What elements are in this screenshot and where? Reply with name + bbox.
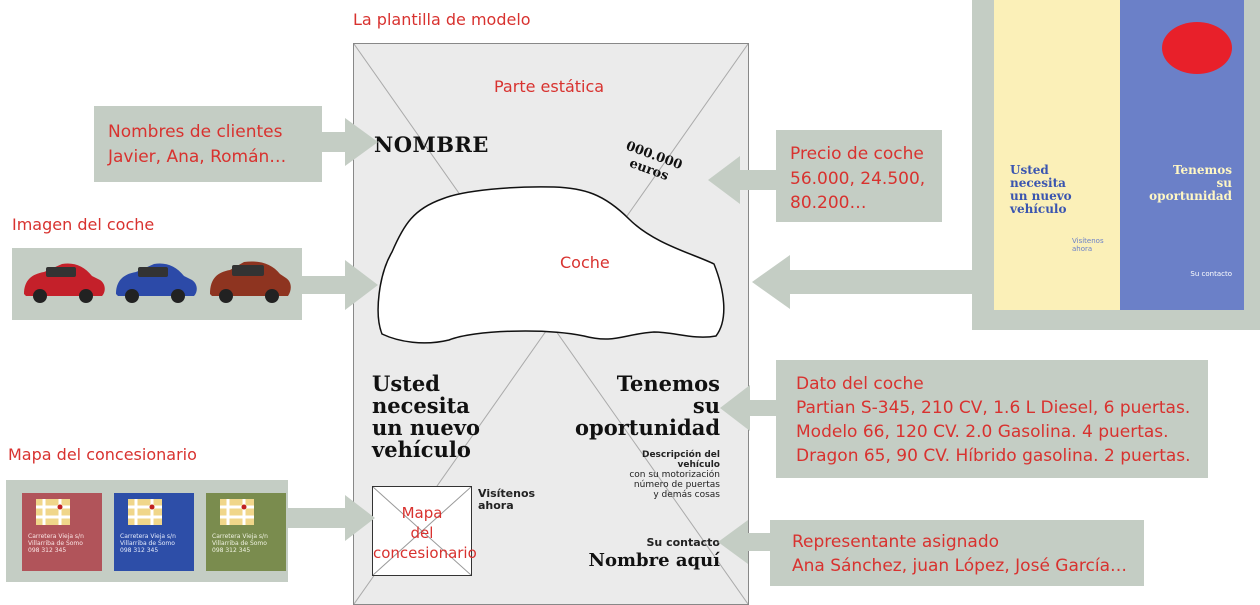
map-grid-icon [220,499,254,525]
template-name: NOMBRE [374,132,489,157]
map-card-line: Villarriba de Somo [28,540,83,547]
car-data-line: Partian S-345, 210 CV, 1.6 L Diesel, 6 p… [796,398,1191,418]
preview-right-headline: Tenemos su oportunidad [1149,164,1232,203]
map-card-line: 098 312 345 [212,547,251,554]
map-card-text: Carretera Vieja s/n Villarriba de Somo 0… [120,533,176,554]
map-card-line: Carretera Vieja s/n [28,533,84,540]
preview-blob [1162,22,1232,74]
price-values-1: 56.000, 24.500, [790,169,926,189]
map-label-line: del [410,524,434,542]
map-card: Carretera Vieja s/n Villarriba de Somo 0… [114,493,194,571]
map-label: Mapa del concesionario [373,503,477,563]
map-card-line: 098 312 345 [120,547,159,554]
headline-left-line: necesita [372,393,470,418]
car-label: Coche [560,253,610,272]
headline-left-line: Usted [372,371,440,396]
car-silhouette [377,186,725,344]
map-card: Carretera Vieja s/n Villarriba de Somo 0… [22,493,102,571]
price-title: Precio de coche [790,144,924,164]
map-grid-icon [36,499,70,525]
arrow-car-image [300,260,378,310]
visit-line: ahora [478,499,514,512]
price-box: Precio de coche 56.000, 24.500, 80.200… [776,130,942,222]
map-cross-lines [373,487,471,575]
preview-left: Usted necesita un nuevo vehículo Visíten… [994,0,1120,310]
preview-frame: Usted necesita un nuevo vehículo Visíten… [972,0,1260,330]
clients-box: Nombres de clientes Javier, Ana, Román… [94,106,322,182]
car-image-blue [116,263,197,303]
preview-left-headline-line: un nuevo [1010,189,1072,203]
arrow-clients [320,118,378,166]
visit-line: Visítenos [478,487,536,500]
preview-right-contact: Su contacto [1190,270,1232,278]
map-label-line: Mapa [401,504,443,522]
preview-left-headline-line: Usted [1010,163,1049,177]
map-card-line: 098 312 345 [28,547,67,554]
price-values-2: 80.200… [790,193,867,213]
preview-right-headline-line: Tenemos [1172,163,1232,177]
map-card-line: Villarriba de Somo [212,540,267,547]
template-title: La plantilla de modelo [353,10,531,29]
headline-left: Usted necesita un nuevo vehículo [372,373,480,461]
map-card-text: Carretera Vieja s/n Villarriba de Somo 0… [212,533,268,554]
preview-right-headline-line: su [1216,176,1232,190]
map-card-text: Carretera Vieja s/n Villarriba de Somo 0… [28,533,84,554]
headline-right-line: su [692,393,720,418]
car-image-red [24,263,105,303]
map-label-line: concesionario [373,544,477,562]
preview-left-headline-line: necesita [1010,176,1066,190]
description-line: vehículo [677,460,720,470]
rep-box: Representante asignado Ana Sánchez, juan… [770,520,1144,586]
description-line: número de puertas [633,480,720,490]
contact-label: Su contacto [646,536,720,549]
car-data-line: Modelo 66, 120 CV. 2.0 Gasolina. 4 puert… [796,422,1169,442]
headline-left-line: vehículo [372,437,471,462]
preview-left-visit-line: ahora [1072,245,1093,253]
map-card-line: Carretera Vieja s/n [120,533,176,540]
arrow-rep [718,520,770,564]
static-part-label: Parte estática [494,77,605,96]
car-images [24,261,291,303]
arrow-car-data [720,385,778,431]
arrow-map [285,495,375,541]
preview-right: Tenemos su oportunidad Su contacto [1120,0,1244,310]
map-card-line: Carretera Vieja s/n [212,533,268,540]
map-card: Carretera Vieja s/n Villarriba de Somo 0… [206,493,286,571]
car-data-box: Dato del coche Partian S-345, 210 CV, 1.… [776,360,1208,478]
car-image-box [12,248,302,320]
clients-values: Javier, Ana, Román… [108,147,287,167]
preview-left-headline-line: vehículo [1010,202,1067,216]
preview-right-headline-line: oportunidad [1149,189,1232,203]
description-line: y demás cosas [653,490,720,500]
rep-values: Ana Sánchez, juan López, José García… [792,556,1127,576]
headline-right: Tenemos su oportunidad [575,373,720,439]
map-placeholder: Mapa del concesionario [372,486,477,576]
contact-name: Nombre aquí [588,550,720,571]
map-grid-icon [128,499,162,525]
clients-title: Nombres de clientes [108,122,283,142]
preview-left-visit-line: Visítenos [1072,237,1104,245]
preview-left-headline: Usted necesita un nuevo vehículo [1010,164,1072,216]
car-data-title: Dato del coche [796,374,924,394]
description-line: con su motorización [629,470,720,480]
headline-left-line: un nuevo [372,415,480,440]
dealer-map-box: Carretera Vieja s/n Villarriba de Somo 0… [6,480,288,582]
map-card-line: Villarriba de Somo [120,540,175,547]
arrow-preview [752,255,972,309]
visit-text: Visítenos ahora [478,488,535,512]
arrow-price [708,156,778,204]
car-image-heading: Imagen del coche [12,215,155,234]
rep-title: Representante asignado [792,532,1000,552]
headline-right-line: oportunidad [575,415,720,440]
description-line: Descripción del [641,450,720,460]
car-data-line: Dragon 65, 90 CV. Híbrido gasolina. 2 pu… [796,446,1191,466]
arrows-layer [285,118,972,564]
headline-right-line: Tenemos [616,371,720,396]
description: Descripción del vehículo con su motoriza… [629,450,720,500]
template-sheet: Parte estática NOMBRE 000.000 euros Coch… [353,43,749,605]
dealer-map-heading: Mapa del concesionario [8,445,197,464]
preview-left-visit: Visítenos ahora [1072,237,1104,253]
car-image-brown [210,261,291,303]
